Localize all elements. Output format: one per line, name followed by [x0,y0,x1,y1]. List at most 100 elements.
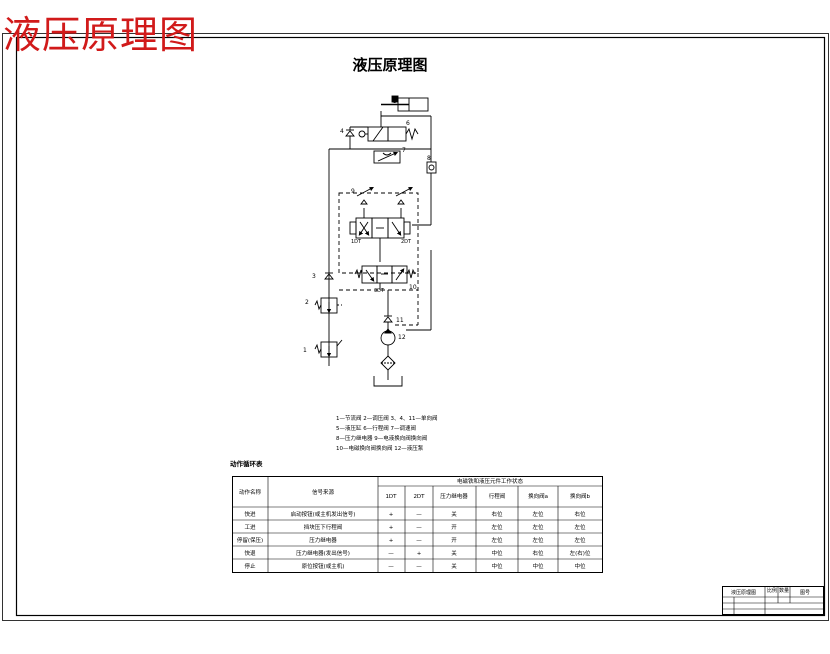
table-cell: — [416,564,422,570]
legend-line-2: 5—液压缸 6—行程阀 7—调速阀 [336,424,416,432]
inner-frame [15,36,826,617]
table-cell: 原位按钮(或主机) [302,562,345,570]
table-header-action: 动作名称 [239,488,262,496]
label-4: 4 [340,128,344,135]
label-right-2dt: 2DT [401,239,412,245]
hydraulic-schematic: 5 6 4 7 8 [303,95,437,387]
pressure-relay-8 [426,161,437,174]
label-5: 5 [393,98,397,105]
table-cell: 中位 [491,549,503,557]
label-10: 10 [409,284,417,291]
table-cell: 压力继电器 [309,536,337,544]
outer-frame [2,33,829,621]
table-cell: 关 [451,549,457,557]
table-cell: 启动按钮(或主机发出信号) [291,510,356,518]
table-cell: 左(右)位 [570,549,591,557]
table-cell: 右位 [574,510,586,518]
table-cell: 工进 [244,523,256,531]
title-block [722,586,824,615]
title-block-code: 图号 [800,590,810,596]
label-7: 7 [402,147,406,154]
table-cell: 停留(保压) [237,536,263,544]
table-title: 动作循环表 [230,459,263,468]
pressure-valve-2 [314,297,342,314]
table-cell: + [389,538,394,544]
label-3: 3 [312,273,316,280]
table-header-signal: 信号来源 [312,488,335,496]
cylinder-5 [381,95,429,112]
tank [373,376,403,387]
table-cell: 右位 [532,549,544,557]
table-subheader-valve-a: 换向阀a [528,492,548,500]
table-cell: 中位 [532,562,544,570]
legend: 1—节流阀 2—调压阀 3、4、11—单向阀 5—液压缸 6—行程阀 7—调速阀… [336,414,438,452]
table-cell: — [388,551,394,557]
table-cell: + [389,525,394,531]
table-cell: 左位 [532,536,544,544]
table-cell: 中位 [491,562,503,570]
label-8: 8 [427,155,431,162]
table-cell: 挡块压下行程阀 [304,523,343,531]
legend-line-1: 1—节流阀 2—调压阀 3、4、11—单向阀 [336,414,438,422]
drawing-title: 液压原理图 [352,56,427,74]
table-subheader-travel: 行程阀 [489,492,506,500]
legend-line-4: 10—电磁换向阀换向阀 12—液压泵 [336,444,424,452]
table-cell: 快退 [244,549,256,557]
table-row: 工进 挡块压下行程阀 + — 开 左位 左位 左位 [244,523,586,531]
check-valve-11 [383,315,393,323]
table-cell: — [416,538,422,544]
table-cell: — [416,525,422,531]
label-12: 12 [398,334,406,341]
solenoid-valve-10 [354,265,416,290]
table-cell: 停止 [244,562,256,570]
table-cell: — [388,564,394,570]
page-headline: 液压原理图 [3,13,198,57]
table-subheader-relay: 压力继电器 [440,492,468,500]
pump-12 [380,328,396,346]
travel-valve-6 [358,126,419,142]
speed-valve-7 [373,150,401,164]
label-left-1dt: 1DT [351,239,362,245]
table-cell: 右位 [491,510,503,518]
check-valve-4 [345,129,355,137]
table-cell: 左位 [532,510,544,518]
label-9: 9 [351,188,355,195]
throttle-valve-1 [314,339,343,358]
title-block-count: 数量 [779,587,789,594]
table-cell: 左位 [491,523,503,531]
check-valve-3 [324,272,334,280]
table-cell: + [389,512,394,518]
table-subheader-2dt: 2DT [413,494,425,500]
table-subheader-1dt: 1DT [385,494,397,500]
table-subheader-valve-b: 换向阀b [570,492,591,500]
label-2: 2 [305,299,309,306]
table-cell: 左位 [574,523,586,531]
table-cell: 关 [451,510,457,518]
table-row: 快退 压力继电器(发出信号) — + 关 中位 右位 左(右)位 [244,549,590,557]
directional-valve-9 [338,186,419,274]
table-cell: 开 [451,537,457,544]
table-cell: 关 [451,562,457,570]
table-cell: 中位 [574,562,586,570]
label-center-3dt: 3DT [374,288,385,294]
table-cell: 左位 [574,536,586,544]
table-header-group: 电磁铁和液压元件工作状态 [457,477,524,485]
table-cell: — [416,512,422,518]
legend-line-3: 8—压力继电器 9—电液换向阀换向阀 [336,434,427,442]
table-row: 停留(保压) 压力继电器 + — 开 左位 左位 左位 [237,536,586,544]
table-cell: 左位 [491,536,503,544]
title-block-scale: 比例 [767,587,777,594]
table-cell: 快进 [244,510,256,518]
table-cell: + [417,551,422,557]
table-row: 快进 启动按钮(或主机发出信号) + — 关 右位 左位 右位 [244,510,586,518]
table-row: 停止 原位按钮(或主机) — — 关 中位 中位 中位 [244,562,586,570]
table-cell: 开 [451,524,457,531]
table-cell: 左位 [532,523,544,531]
action-cycle-table: 动作名称 信号来源 电磁铁和液压元件工作状态 1DT 2DT 压力继电器 行程阀… [232,476,603,573]
title-block-name: 液压原理图 [731,589,756,596]
label-1: 1 [303,347,307,354]
label-11: 11 [396,317,404,324]
filter [380,355,396,371]
label-6: 6 [406,120,410,127]
